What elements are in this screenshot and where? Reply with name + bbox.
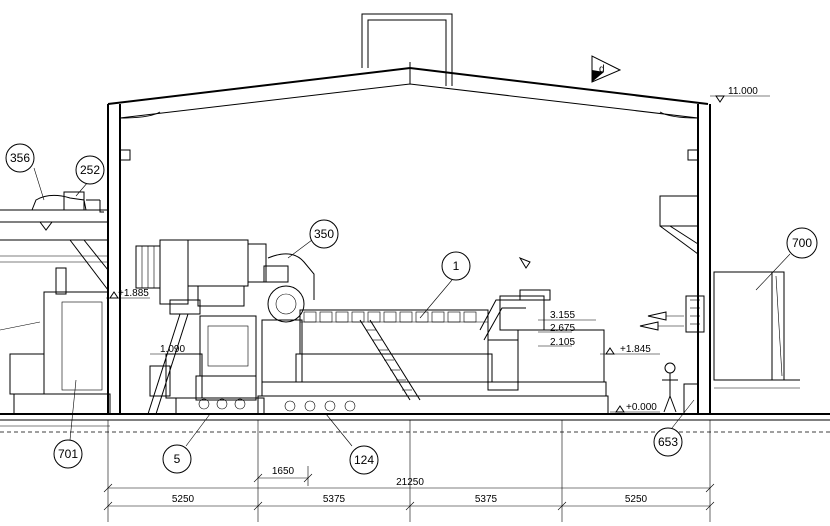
dimension-5375-left: 5375 xyxy=(323,494,346,505)
elevation-1845: +1.845 xyxy=(620,344,651,355)
floor-lines xyxy=(0,413,830,433)
callout-5-label: 5 xyxy=(174,452,181,466)
elevation-marks: 11.000 +1.845 +0.000 3.155 2.675 2.105 +… xyxy=(106,86,758,413)
callout-356 xyxy=(5,143,35,173)
dimension-5250-left: 5250 xyxy=(172,494,195,505)
callout-124 xyxy=(349,445,379,475)
callout-350-label: 350 xyxy=(314,227,334,241)
auxiliary-module xyxy=(135,239,267,415)
engine-genset xyxy=(257,253,609,415)
callout-124-label: 124 xyxy=(354,453,374,467)
elevation-0000: +0.000 xyxy=(626,402,657,413)
callout-700-label: 700 xyxy=(792,236,812,250)
left-annex xyxy=(0,191,111,415)
callouts: 356 252 350 1 700 701 5 124 653 xyxy=(5,143,818,475)
callout-252 xyxy=(75,155,105,185)
dimension-5250-right: 5250 xyxy=(625,494,648,505)
elevation-1090: 1.090 xyxy=(160,344,185,355)
callout-653 xyxy=(653,427,683,457)
callout-701-label: 701 xyxy=(58,447,78,461)
elevation-11000: 11.000 xyxy=(728,86,758,97)
section-marker: d xyxy=(591,55,622,83)
callout-5 xyxy=(162,444,192,474)
callout-701 xyxy=(53,439,83,469)
building-frame xyxy=(107,13,770,414)
section-marker-label: d xyxy=(599,64,605,75)
callout-1 xyxy=(441,251,471,281)
elevation-2675: 2.675 xyxy=(550,323,575,334)
right-side-equipment xyxy=(518,195,800,415)
dimension-1650: 1650 xyxy=(272,466,295,477)
callout-356-label: 356 xyxy=(10,151,30,165)
callout-700 xyxy=(786,227,818,259)
callout-252-label: 252 xyxy=(80,163,100,177)
callout-1-label: 1 xyxy=(453,259,460,273)
dimension-21250: 21250 xyxy=(396,477,424,488)
dimension-5375-right: 5375 xyxy=(475,494,498,505)
elevation-3155: 3.155 xyxy=(550,310,575,321)
dimension-lines: 1650 21250 5250 5375 5375 5250 xyxy=(103,420,715,522)
elevation-1885: +1.885 xyxy=(118,288,149,299)
callout-350 xyxy=(309,219,339,249)
elevation-2105: 2.105 xyxy=(550,337,575,348)
human-figure xyxy=(662,362,678,413)
cylinder-heads xyxy=(303,311,477,323)
callout-653-label: 653 xyxy=(658,435,678,449)
